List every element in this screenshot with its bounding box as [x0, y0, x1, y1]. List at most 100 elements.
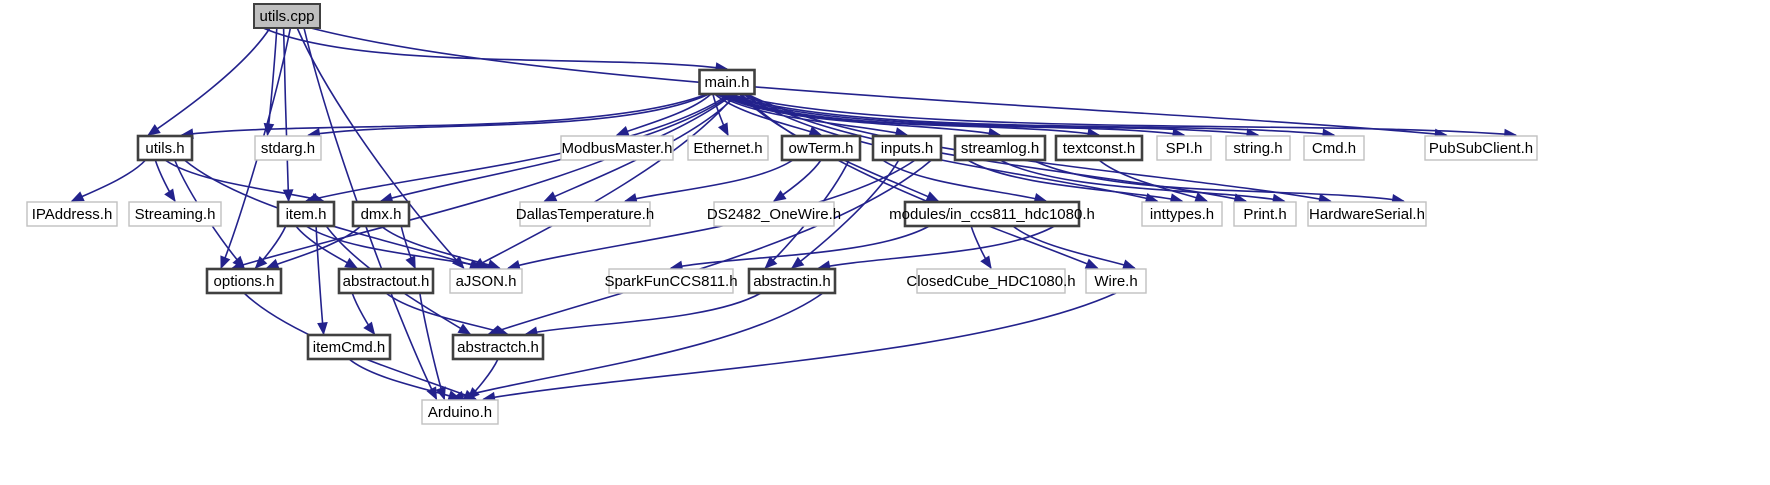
arrowhead-icon — [980, 255, 992, 270]
graph-node-in_ccs811_h[interactable]: modules/in_ccs811_hdc1080.h — [889, 200, 1095, 228]
node-box[interactable] — [451, 333, 545, 361]
graph-node-ethernet_h[interactable]: Ethernet.h — [687, 135, 769, 161]
node-box[interactable] — [903, 200, 1081, 228]
arrowhead-icon — [1122, 259, 1136, 270]
edge-dmx_h-to-ajson_h — [380, 225, 500, 269]
arrowhead-icon — [265, 258, 280, 269]
graph-node-closedcube_h[interactable]: ClosedCube_HDC1080.h — [906, 268, 1076, 294]
edge-utils_cpp-to-item_h — [282, 27, 290, 202]
graph-node-hardwareserial_h[interactable]: HardwareSerial.h — [1307, 201, 1427, 227]
graph-node-pubsubclient_h[interactable]: PubSubClient.h — [1424, 135, 1538, 161]
edge-item_h-to-ajson_h — [305, 225, 491, 269]
graph-node-arduino_h[interactable]: Arduino.h — [421, 399, 499, 425]
node-box[interactable] — [780, 134, 862, 162]
node-box[interactable] — [519, 201, 651, 227]
node-box[interactable] — [560, 135, 674, 161]
node-box[interactable] — [128, 201, 222, 227]
graph-node-abstractin_h[interactable]: abstractin.h — [747, 267, 837, 295]
node-box[interactable] — [687, 135, 769, 161]
node-box[interactable] — [608, 268, 734, 294]
graph-node-item_h[interactable]: item.h — [276, 200, 336, 228]
node-box[interactable] — [1141, 201, 1223, 227]
graph-node-print_h[interactable]: Print.h — [1233, 201, 1297, 227]
graph-node-abstractout_h[interactable]: abstractout.h — [337, 267, 435, 295]
arrowhead-icon — [254, 256, 268, 269]
graph-node-dmx_h[interactable]: dmx.h — [351, 200, 411, 228]
graph-node-utils_cpp[interactable]: utils.cpp — [253, 3, 321, 29]
edge-inputs_h-to-abstractin_h — [791, 159, 900, 269]
graph-node-modbusmaster_h[interactable]: ModbusMaster.h — [560, 135, 674, 161]
node-box[interactable] — [26, 201, 118, 227]
node-box[interactable] — [1233, 201, 1297, 227]
graph-node-wire_h[interactable]: Wire.h — [1085, 268, 1147, 294]
edge-main_h-to-options_h — [232, 93, 735, 269]
node-box[interactable] — [276, 200, 336, 228]
node-box[interactable] — [205, 267, 283, 295]
graph-node-itemcmd_h[interactable]: itemCmd.h — [306, 333, 392, 361]
node-box[interactable] — [1054, 134, 1144, 162]
graph-node-options_h[interactable]: options.h — [205, 267, 283, 295]
graph-node-sparkfun_h[interactable]: SparkFunCCS811.h — [604, 268, 738, 294]
graph-node-abstractch_h[interactable]: abstractch.h — [451, 333, 545, 361]
graph-node-textconst_h[interactable]: textconst.h — [1054, 134, 1144, 162]
edge-utils_h-to-ipaddress_h — [71, 159, 147, 202]
node-box[interactable] — [351, 200, 411, 228]
node-box[interactable] — [916, 268, 1066, 294]
edge-owterm_h-to-dallastemp_h — [625, 159, 794, 202]
node-layer: utils.cpp main.h utils.h stdarg.h ModbusMast… — [26, 3, 1538, 425]
edge-utils_cpp-to-ajson_h — [296, 27, 465, 269]
edge-streamlog_h-to-hardwareserial_h — [1032, 159, 1404, 202]
edge-abstractin_h-to-arduino_h — [451, 292, 824, 400]
graph-node-dallastemp_h[interactable]: DallasTemperature.h — [516, 201, 654, 227]
node-box[interactable] — [253, 3, 321, 29]
node-box[interactable] — [1085, 268, 1147, 294]
edge-abstractin_h-to-abstractch_h — [525, 292, 762, 335]
node-box[interactable] — [306, 333, 392, 361]
node-box[interactable] — [1307, 201, 1427, 227]
node-box[interactable] — [1303, 135, 1365, 161]
node-box[interactable] — [337, 267, 435, 295]
graph-node-cmd_h[interactable]: Cmd.h — [1303, 135, 1365, 161]
node-box[interactable] — [747, 267, 837, 295]
edge-main_h-to-pubsubclient_h — [727, 93, 1516, 136]
graph-node-ds2482_h[interactable]: DS2482_OneWire.h — [707, 201, 841, 227]
graph-node-inttypes_h[interactable]: inttypes.h — [1141, 201, 1223, 227]
node-box[interactable] — [1424, 135, 1538, 161]
node-box[interactable] — [1156, 135, 1212, 161]
arrowhead-icon — [344, 257, 358, 269]
node-box[interactable] — [254, 135, 322, 161]
edge-main_h-to-cmd_h — [725, 93, 1335, 136]
edge-in_ccs811_h-to-wire_h — [1012, 225, 1135, 269]
graph-node-stdarg_h[interactable]: stdarg.h — [254, 135, 322, 161]
arrowhead-icon — [426, 386, 438, 401]
node-box[interactable] — [953, 134, 1047, 162]
node-box[interactable] — [449, 268, 523, 294]
graph-node-utils_h[interactable]: utils.h — [136, 134, 194, 162]
graph-node-spi_h[interactable]: SPI.h — [1156, 135, 1212, 161]
edge-utils_h-to-item_h — [164, 159, 324, 202]
graph-node-inputs_h[interactable]: inputs.h — [871, 134, 943, 162]
edge-abstractout_h-to-abstractch_h — [385, 292, 508, 335]
graph-node-main_h[interactable]: main.h — [698, 68, 756, 96]
arrowhead-icon — [282, 189, 294, 203]
edge-main_h-to-item_h — [305, 93, 731, 202]
arrowhead-icon — [147, 124, 161, 136]
graph-node-owterm_h[interactable]: owTerm.h — [780, 134, 862, 162]
graph-node-streaming_h[interactable]: Streaming.h — [128, 201, 222, 227]
graph-node-string_h[interactable]: string.h — [1225, 135, 1291, 161]
graph-node-streamlog_h[interactable]: streamlog.h — [953, 134, 1047, 162]
graph-node-ipaddress_h[interactable]: IPAddress.h — [26, 201, 118, 227]
node-box[interactable] — [1225, 135, 1291, 161]
node-box[interactable] — [136, 134, 194, 162]
edge-in_ccs811_h-to-sparkfun_h — [670, 225, 930, 269]
node-box[interactable] — [698, 68, 756, 96]
arrowhead-icon — [164, 188, 176, 203]
graph-node-ajson_h[interactable]: aJSON.h — [449, 268, 523, 294]
node-box[interactable] — [713, 201, 835, 227]
node-box[interactable] — [871, 134, 943, 162]
node-box[interactable] — [421, 399, 499, 425]
edge-item_h-to-itemcmd_h — [315, 225, 325, 335]
arrowhead-icon — [463, 389, 477, 400]
